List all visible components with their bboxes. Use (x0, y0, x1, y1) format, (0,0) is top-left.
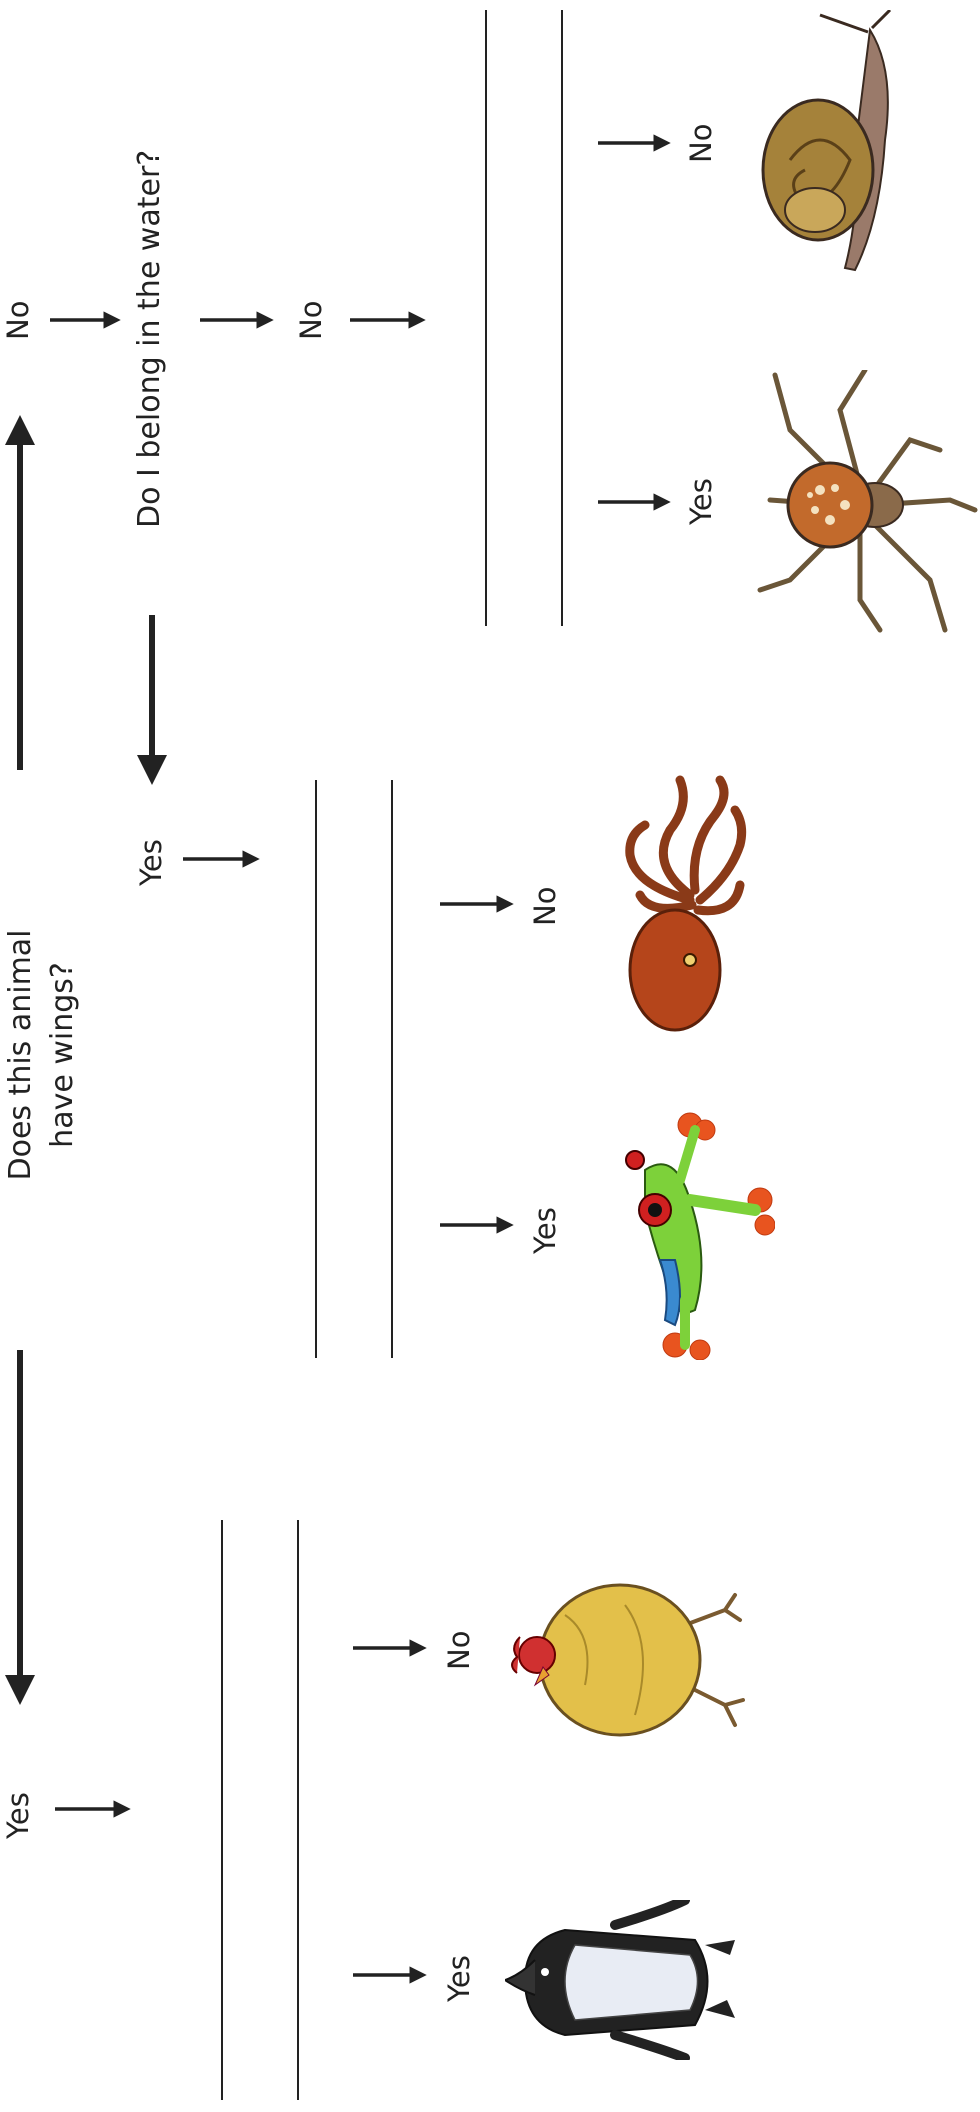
frog-image (615, 1110, 775, 1360)
question-wings-line1: Does this animal (0, 925, 42, 1185)
label-no-octopus: No (527, 887, 563, 926)
octopus-image (620, 775, 750, 1035)
question-wings-line2: have wings? (42, 925, 84, 1185)
question-wings: Does this animal have wings? (0, 925, 84, 1185)
label-no-top: No (0, 301, 36, 340)
label-no-snail: No (683, 124, 719, 163)
label-yes-water: Yes (133, 839, 169, 886)
label-yes-wings: Yes (0, 1792, 36, 1839)
label-yes-spider: Yes (683, 478, 719, 525)
question-water: Do I belong in the water? (132, 150, 168, 528)
label-no-water: No (293, 301, 329, 340)
label-yes-penguin: Yes (441, 1955, 477, 2002)
chicken-image (505, 1575, 745, 1755)
snail-image (760, 10, 910, 280)
spider-image (750, 370, 980, 640)
label-yes-frog: Yes (527, 1207, 563, 1254)
label-no-chicken: No (441, 1631, 477, 1670)
penguin-image (505, 1900, 745, 2060)
